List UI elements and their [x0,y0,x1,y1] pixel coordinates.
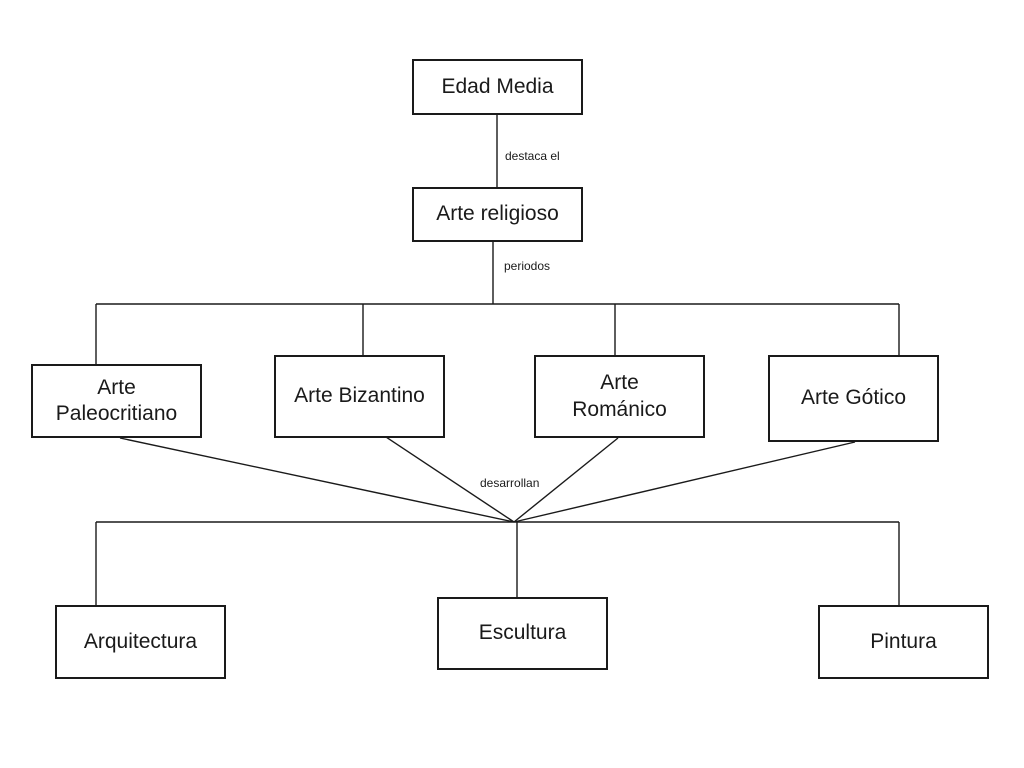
node-arte-religioso-label: Arte religioso [436,202,559,226]
connector-bizantino-node [379,432,515,523]
node-arte-paleocritiano: Arte Paleocritiano [31,364,202,438]
node-arte-bizantino: Arte Bizantino [274,355,445,438]
node-arte-bizantino-label: Arte Bizantino [294,384,425,408]
node-pintura-label: Pintura [870,629,937,653]
connector-romanico-node [513,437,619,523]
node-escultura-label: Escultura [478,621,567,645]
node-arquitectura-label: Arquitectura [83,629,198,653]
node-arte-gotico: Arte Gótico [768,355,939,442]
node-arte-romanico-line1: Arte [600,371,639,395]
link-label-periodos: periodos [504,259,551,273]
node-edad-media: Edad Media [412,59,583,115]
node-arte-paleocritiano-line2: Paleocritiano [55,402,178,425]
connector-paleo-node [119,437,515,523]
node-arte-gotico-label: Arte Gótico [800,386,907,410]
node-escultura: Escultura [437,597,608,670]
node-arte-romanico-line2: Románico [572,397,667,421]
node-arquitectura: Arquitectura [55,605,226,679]
node-arte-romanico: Arte Románico [534,355,705,438]
link-label-destaca-el: destaca el [505,149,560,163]
node-arte-religioso: Arte religioso [412,187,583,242]
link-label-desarrollan: desarrollan [480,476,540,490]
node-edad-media-label: Edad Media [441,74,554,98]
node-pintura: Pintura [818,605,989,679]
connector-gotico-node [513,441,856,523]
node-arte-paleocritiano-line1: Arte [97,375,136,399]
